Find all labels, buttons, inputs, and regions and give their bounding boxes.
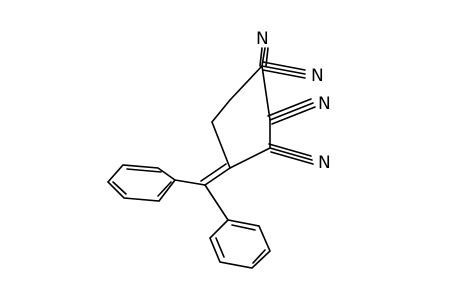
phenyl-ring-lower <box>209 219 271 269</box>
bond-c4-c5 <box>211 121 231 169</box>
bond-c5-c6 <box>211 99 231 123</box>
nitrogen-label-3: N <box>318 94 331 114</box>
atom-labels: N N N N <box>256 29 331 173</box>
bond-c6-c1 <box>229 65 263 101</box>
phenyl-ring-upper <box>106 164 177 202</box>
nitrogen-label-2: N <box>311 66 324 86</box>
bond-c3-c4 <box>229 147 271 169</box>
phenyl-lower <box>204 184 271 269</box>
bond-c1-c2 <box>261 65 271 121</box>
nitrogen-label-4: N <box>318 153 331 173</box>
nitrile-groups <box>259 47 316 165</box>
nitrile-4 <box>268 143 314 165</box>
nitrogen-label-1: N <box>256 29 269 49</box>
phenyl-upper <box>106 164 206 202</box>
nitrile-2 <box>261 61 306 79</box>
exocyclic-double-bond <box>200 163 231 186</box>
cyclohexane-ring <box>211 65 271 169</box>
nitrile-3 <box>267 98 316 125</box>
